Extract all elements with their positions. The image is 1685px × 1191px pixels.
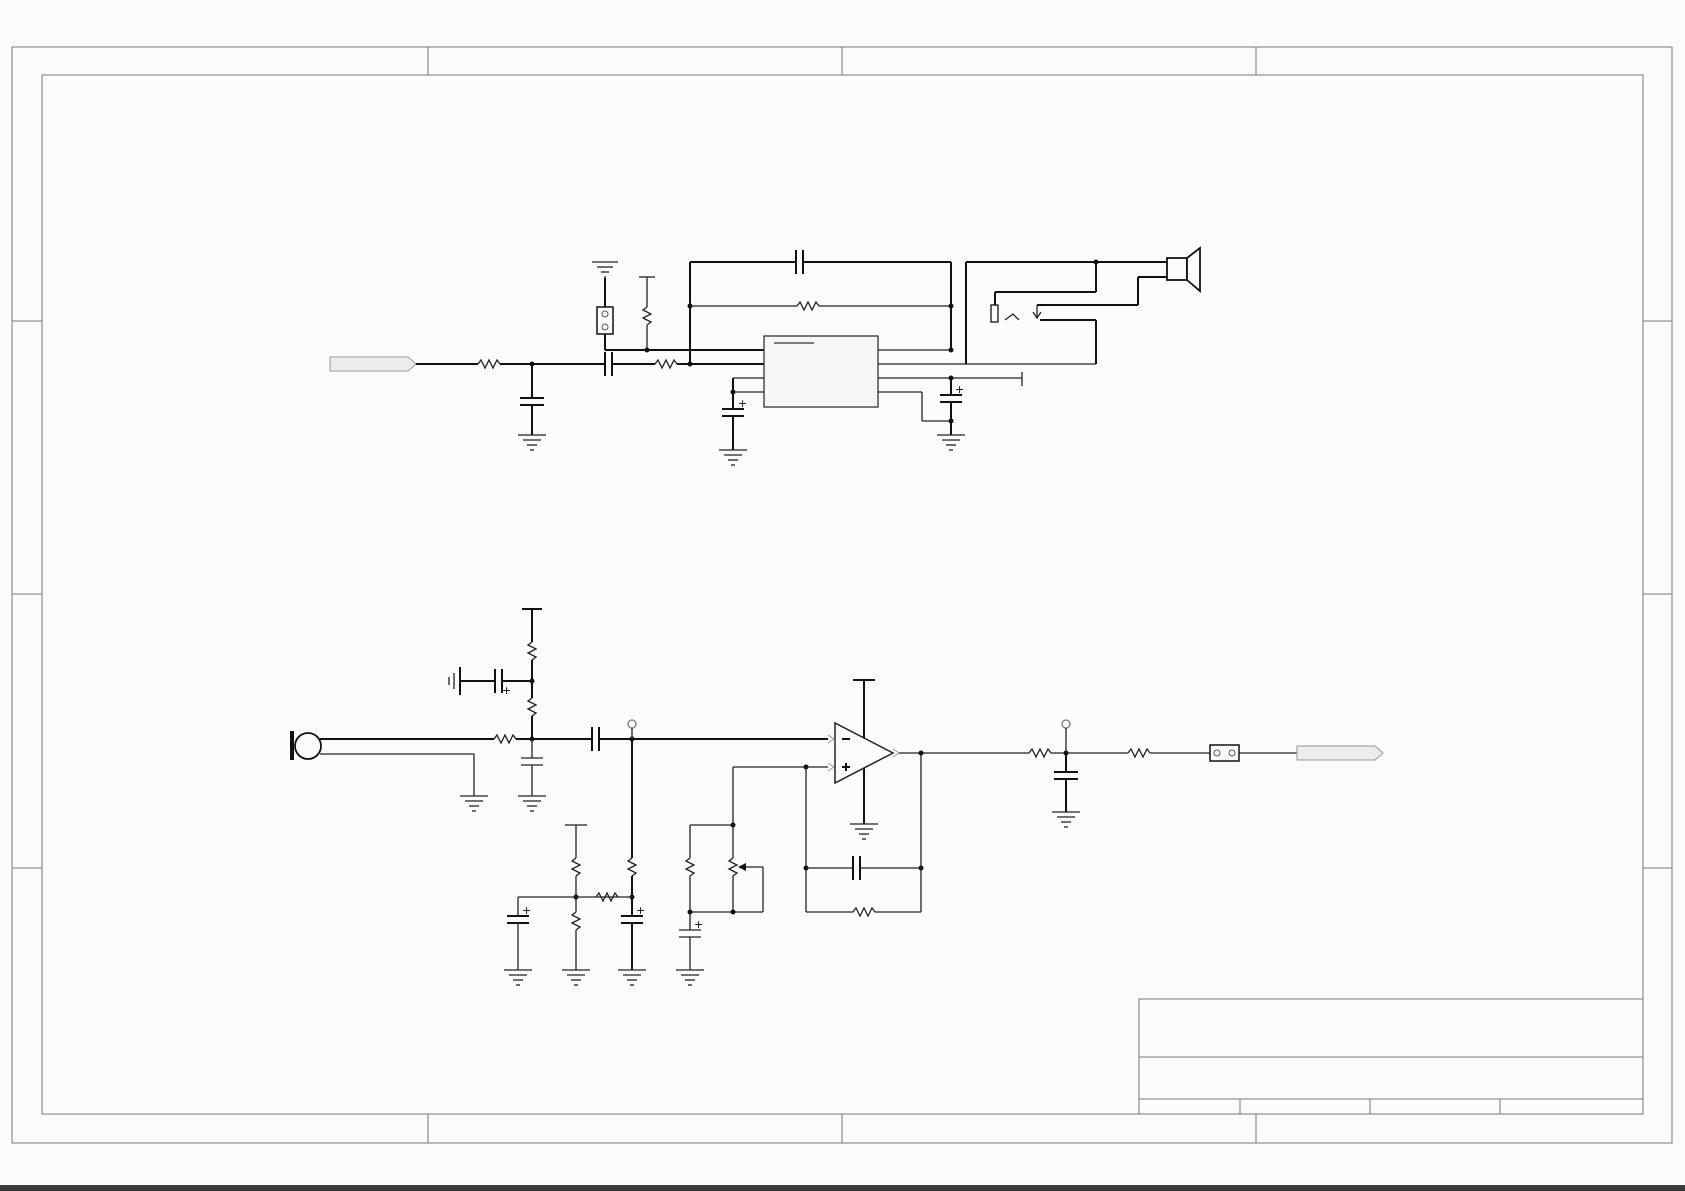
ground-symbol <box>504 969 704 986</box>
input-port[interactable] <box>329 356 417 372</box>
gain-potentiometer[interactable] <box>684 824 764 913</box>
ground-symbol <box>518 434 546 451</box>
title-block <box>1138 998 1644 1115</box>
svg-text:+: + <box>522 904 531 917</box>
test-jumper[interactable] <box>592 261 646 351</box>
feedback-network <box>803 753 924 918</box>
frame-zone-markers <box>12 47 1672 1143</box>
ground-symbol <box>1052 811 1080 828</box>
output-jumper[interactable] <box>1209 744 1240 762</box>
ground-symbol <box>719 449 747 466</box>
headphone-jack[interactable] <box>965 261 1167 364</box>
reference-divider <box>518 824 632 970</box>
pot-capacitor: + <box>679 912 703 970</box>
reference-capacitor-left: + <box>507 897 531 970</box>
ground-symbol <box>460 795 488 812</box>
test-point[interactable] <box>1061 719 1071 729</box>
amplifier-ic[interactable] <box>733 335 1096 408</box>
ground-symbol <box>518 795 546 812</box>
test-point[interactable] <box>627 719 637 729</box>
microphone-section: + <box>290 608 1384 986</box>
mic-resistor <box>493 733 517 745</box>
filter-capacitor <box>1054 753 1078 812</box>
series-resistor-out <box>1127 747 1151 759</box>
output-resistor <box>1028 747 1052 759</box>
drawing-frame <box>11 46 1673 1144</box>
decoupling-capacitor: + <box>448 667 532 697</box>
svg-text:+: + <box>955 383 964 396</box>
ground-symbol <box>850 823 878 840</box>
bottom-strip <box>0 1185 1685 1191</box>
input-resistor <box>654 358 678 370</box>
mic-shunt-capacitor <box>521 739 543 796</box>
electret-microphone[interactable] <box>290 731 494 796</box>
speaker[interactable] <box>1166 246 1201 293</box>
op-amp[interactable] <box>827 679 900 824</box>
svg-text:+: + <box>502 684 511 697</box>
shunt-capacitor <box>520 364 544 435</box>
svg-text:+: + <box>738 397 747 410</box>
output-port[interactable] <box>1296 745 1384 761</box>
svg-text:+: + <box>636 904 645 917</box>
feedback-resistor <box>796 300 820 312</box>
series-resistor <box>477 358 501 370</box>
bias-resistor <box>639 276 655 350</box>
amplifier-section: + + <box>329 246 1201 466</box>
reference-capacitor-right: + <box>621 904 645 970</box>
bias-resistor-lower <box>526 697 538 739</box>
ground-symbol <box>937 434 965 451</box>
svg-text:+: + <box>694 918 703 931</box>
bypass-capacitor-right: + <box>921 375 964 435</box>
